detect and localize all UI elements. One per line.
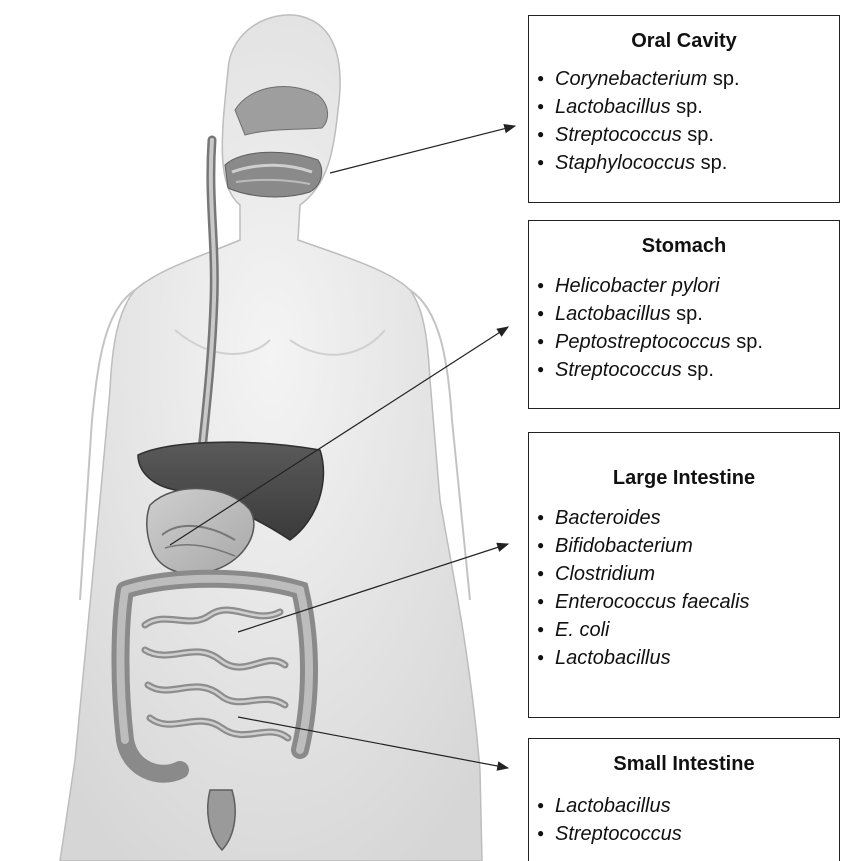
list-item: Lactobacillus sp.	[537, 93, 839, 121]
list-item: Lactobacillus	[537, 644, 839, 672]
small-intestine-title: Small Intestine	[529, 753, 839, 776]
list-item: Bacteroides	[537, 504, 839, 532]
oral-cavity-pointer	[330, 126, 515, 173]
list-item: Lactobacillus sp.	[537, 300, 839, 328]
list-item: Streptococcus sp.	[537, 356, 839, 384]
list-item: Streptococcus	[537, 820, 839, 848]
small-intestine-box: Small Intestine Lactobacillus Streptococ…	[528, 738, 840, 861]
oral-cavity-box: Oral Cavity Corynebacterium sp. Lactobac…	[528, 15, 840, 203]
list-item: E. coli	[537, 616, 839, 644]
oral-cavity-title: Oral Cavity	[529, 30, 839, 53]
large-intestine-organism-list: Bacteroides Bifidobacterium Clostridium …	[529, 504, 839, 672]
list-item: Staphylococcus sp.	[537, 149, 839, 177]
stomach-box: Stomach Helicobacter pylori Lactobacillu…	[528, 220, 840, 409]
list-item: Peptostreptococcus sp.	[537, 328, 839, 356]
stomach-organism-list: Helicobacter pylori Lactobacillus sp. Pe…	[529, 272, 839, 384]
small-intestine-organism-list: Lactobacillus Streptococcus	[529, 792, 839, 848]
list-item: Bifidobacterium	[537, 532, 839, 560]
large-intestine-box: Large Intestine Bacteroides Bifidobacter…	[528, 432, 840, 718]
list-item: Corynebacterium sp.	[537, 65, 839, 93]
list-item: Clostridium	[537, 560, 839, 588]
stomach-title: Stomach	[529, 235, 839, 258]
oral-cavity-organism-list: Corynebacterium sp. Lactobacillus sp. St…	[529, 65, 839, 177]
list-item: Streptococcus sp.	[537, 121, 839, 149]
list-item: Enterococcus faecalis	[537, 588, 839, 616]
list-item: Lactobacillus	[537, 792, 839, 820]
large-intestine-title: Large Intestine	[529, 467, 839, 490]
list-item: Helicobacter pylori	[537, 272, 839, 300]
